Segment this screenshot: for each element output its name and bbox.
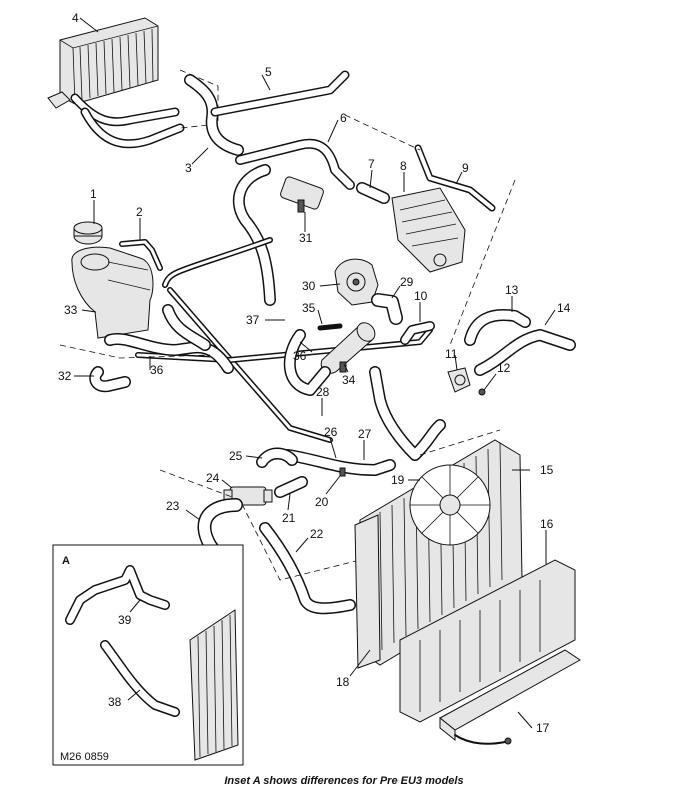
hose-13	[464, 309, 531, 346]
callout-17: 17	[536, 721, 550, 735]
hose-22	[259, 522, 356, 615]
pipe-5	[210, 70, 350, 117]
intercooler-16	[399, 559, 576, 723]
callout-29: 29	[400, 275, 414, 289]
callout-16: 16	[540, 517, 554, 531]
hose-21	[274, 476, 308, 498]
callout-20: 20	[315, 495, 329, 509]
callout-4: 4	[72, 11, 79, 25]
expansion-tank-33	[71, 246, 154, 339]
callout-1: 1	[90, 187, 97, 201]
callout-5: 5	[265, 65, 272, 79]
callout-36-lower: 36	[150, 363, 164, 377]
callout-24: 24	[206, 471, 220, 485]
clip-20	[339, 467, 346, 477]
callout-11: 11	[445, 347, 458, 361]
thermostat-housing-34	[317, 322, 376, 374]
callout-33: 33	[64, 303, 78, 317]
callout-22: 22	[310, 527, 324, 541]
pipe-6	[232, 138, 355, 306]
callout-19: 19	[391, 473, 405, 487]
hose-2	[119, 239, 163, 271]
pipe-9	[414, 144, 496, 212]
callout-37: 37	[246, 313, 260, 327]
callout-labels: 4 5 6 3 7 8 9 1 2 31 30 29 10 13 14 35 3…	[58, 11, 571, 763]
callout-28: 28	[316, 385, 330, 399]
valve-assembly-31	[280, 176, 324, 232]
hose-32	[89, 366, 131, 393]
inset-label: A	[62, 555, 70, 567]
heater-pipes	[70, 69, 219, 149]
callout-3: 3	[185, 161, 192, 175]
hose-36	[104, 304, 234, 374]
hose-10	[400, 321, 435, 345]
callout-15: 15	[540, 463, 554, 477]
callout-9: 9	[462, 161, 469, 175]
callout-10: 10	[414, 289, 428, 303]
callout-31: 31	[299, 231, 313, 245]
hose-3	[184, 74, 244, 156]
hose-27	[369, 366, 446, 461]
callout-26: 26	[324, 425, 338, 439]
callout-21: 21	[282, 511, 296, 525]
callout-18: 18	[336, 675, 350, 689]
callout-27: 27	[358, 427, 372, 441]
callout-30: 30	[302, 279, 316, 293]
hose-7	[356, 182, 390, 204]
hose-14	[474, 329, 576, 376]
callout-8: 8	[400, 159, 407, 173]
callout-6: 6	[340, 111, 347, 125]
hose-36b	[283, 329, 331, 396]
callout-23: 23	[166, 499, 180, 513]
callout-14: 14	[557, 301, 571, 315]
cooling-fan-19	[409, 464, 491, 546]
filler-cap-1	[73, 221, 103, 245]
diagram-caption: Inset A shows differences for Pre EU3 mo…	[224, 775, 464, 787]
oil-cooler-17	[439, 649, 581, 745]
callout-2: 2	[136, 205, 143, 219]
callout-34: 34	[342, 373, 356, 387]
inset-a	[52, 544, 244, 766]
callout-38: 38	[108, 695, 122, 709]
callout-12: 12	[497, 361, 511, 375]
callout-35: 35	[302, 301, 316, 315]
callout-25: 25	[229, 449, 243, 463]
callout-39: 39	[118, 613, 132, 627]
pipe-28	[135, 327, 433, 363]
heater-matrix	[47, 17, 159, 109]
callout-32: 32	[58, 369, 72, 383]
water-pump-30	[334, 258, 379, 306]
pipe-37	[162, 237, 333, 443]
bleed-valve-25	[256, 447, 298, 468]
thermostat-11	[447, 367, 471, 393]
callout-7: 7	[368, 157, 375, 171]
figure-reference: M26 0859	[60, 751, 109, 763]
callout-36: 36	[293, 349, 307, 363]
sensor-12	[478, 388, 486, 396]
hose-26	[282, 449, 396, 476]
oil-cooler-8	[391, 187, 466, 273]
elbow-29	[371, 293, 403, 325]
callout-13: 13	[505, 283, 519, 297]
